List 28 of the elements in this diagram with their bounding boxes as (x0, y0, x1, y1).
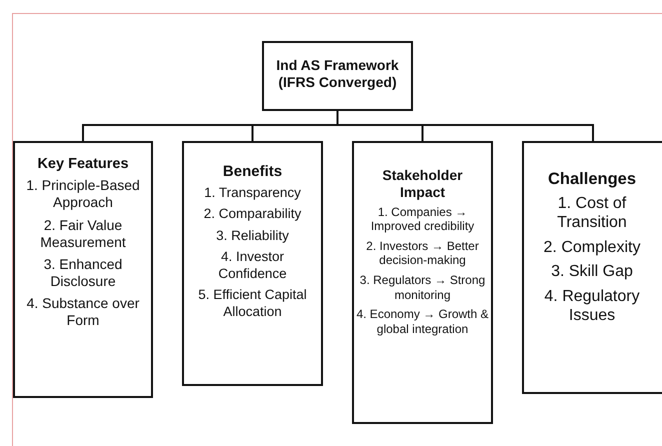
heading-text: Challenges (548, 170, 636, 190)
list-item-text: 2. Comparability (204, 206, 302, 223)
list-item-text: 4. Regulatory Issues (543, 286, 641, 326)
connector-line (336, 111, 594, 141)
category-box (352, 141, 493, 424)
list-item-text: 2. Investors → Better decision-making (365, 238, 480, 268)
list-item-text: 4. Investor Confidence (217, 249, 288, 282)
list-item-text: 3. Reliability (216, 228, 289, 244)
list-item-text: 3. Enhanced Disclosure (42, 256, 124, 290)
list-item-text: 4. Substance over Form (26, 294, 140, 330)
heading-text: Benefits (222, 163, 282, 181)
list-item-text: 4. Economy → Growth & global integration (355, 307, 490, 337)
category-box (13, 141, 153, 398)
heading-text: Stakeholder Impact (381, 167, 464, 201)
list-item-text: 1. Transparency (204, 185, 301, 202)
category-box (522, 141, 662, 394)
list-item-text: 5. Efficient Capital Allocation (197, 287, 308, 320)
list-item-text: 1. Principle-Based Approach (25, 177, 141, 212)
list-item-text: 3. Skill Gap (551, 262, 633, 282)
list-item-text: 3. Regulators → Strong monitoring (358, 273, 486, 302)
list-item-text: 2. Fair Value Measurement (39, 216, 127, 251)
heading-text: Key Features (37, 156, 129, 174)
list-item-text: 2. Complexity (544, 238, 640, 258)
title-text: Ind AS Framework (IFRS Converged) (275, 57, 400, 91)
category-box (182, 141, 323, 386)
root-box (262, 41, 413, 111)
list-item-text: 1. Cost of Transition (556, 194, 628, 233)
list-item-text: 1. Companies → Improved credibility (370, 204, 476, 234)
